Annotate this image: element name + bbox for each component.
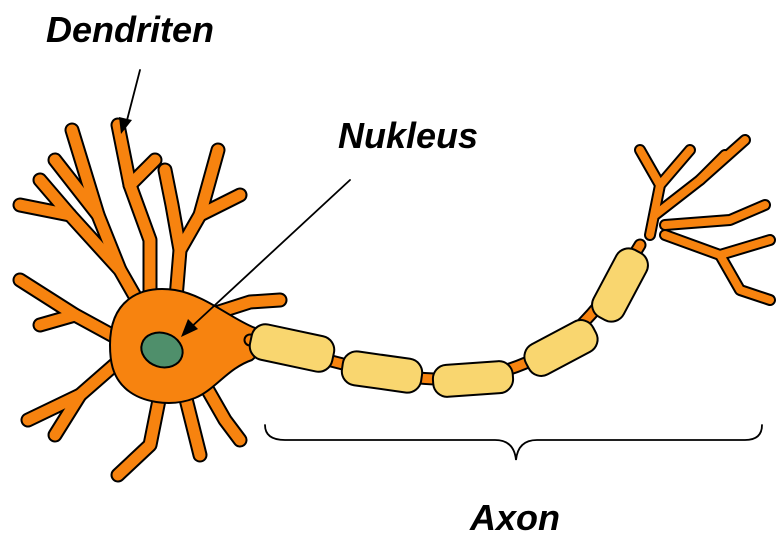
- dendrites-label: Dendriten: [46, 9, 214, 50]
- axon-bracket: [265, 425, 762, 460]
- myelin-segment-1: [247, 322, 337, 375]
- myelin-segment-2: [340, 350, 424, 395]
- myelin-segment-3: [432, 360, 514, 398]
- nucleus-label: Nukleus: [338, 115, 478, 156]
- axon-label: Axon: [469, 497, 560, 535]
- myelin-segment-5: [587, 243, 653, 326]
- myelin-segment-4: [519, 315, 602, 381]
- dendrites-arrow: [119, 70, 140, 134]
- axon-terminals: [640, 140, 770, 300]
- cell-body: [20, 125, 280, 475]
- axon: [247, 140, 770, 398]
